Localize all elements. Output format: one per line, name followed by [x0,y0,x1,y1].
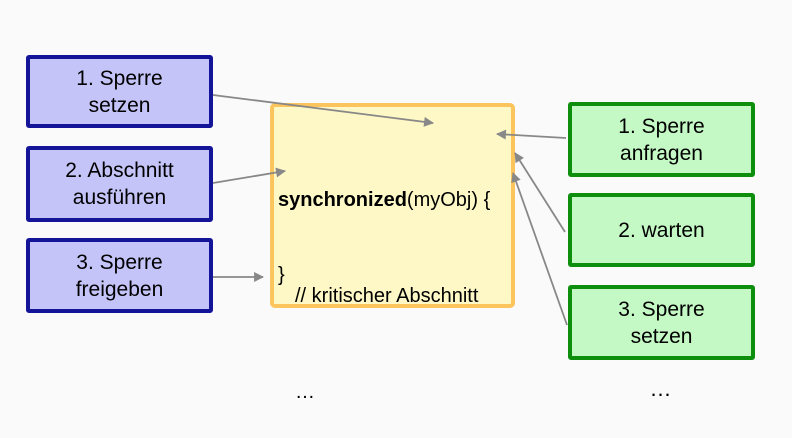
right-step-2-warten: 2. warten [568,193,755,267]
code-keyword: synchronized [278,189,407,211]
step-label-line: freigeben [75,277,164,301]
code-lines: synchronized(myObj) { // kritischer Absc… [278,120,490,438]
left-step-1-sperre-setzen: 1. Sperre setzen [26,55,213,128]
left-step-2-abschnitt-ausfuehren: 2. Abschnitt ausführen [26,146,213,222]
step-label-line: 2. Abschnitt [65,159,174,182]
step-label-line: setzen [88,93,151,117]
code-closing-brace: } [278,264,285,286]
arrow-right3-to-open-brace [511,172,568,326]
step-label-line: anfragen [620,141,703,165]
step-label-line: setzen [630,324,693,348]
right-step-3-sperre-setzen: 3. Sperre setzen [568,285,755,360]
step-label-line: ausführen [72,186,167,209]
code-line-comment: // kritischer Abschnitt [295,285,479,307]
step-label-line: 3. Sperre [618,297,705,321]
arrow-right2-to-open-brace [514,152,566,233]
code-signature-rest: (myObj) { [406,189,491,211]
right-column-ellipsis: … [649,376,674,401]
step-label-line: 3. Sperre [76,250,163,274]
step-label-line: 1. Sperre [76,66,163,90]
step-label-line: 2. warten [618,218,705,242]
left-step-3-sperre-freigeben: 3. Sperre freigeben [26,238,213,313]
step-label-line: 1. Sperre [618,114,705,138]
synchronized-code-box: synchronized(myObj) { // kritischer Absc… [270,103,515,403]
right-step-1-sperre-anfragen: 1. Sperre anfragen [568,102,755,177]
code-line-ellipsis: … [295,381,315,403]
code-line-signature: synchronized(myObj) { [278,184,490,216]
